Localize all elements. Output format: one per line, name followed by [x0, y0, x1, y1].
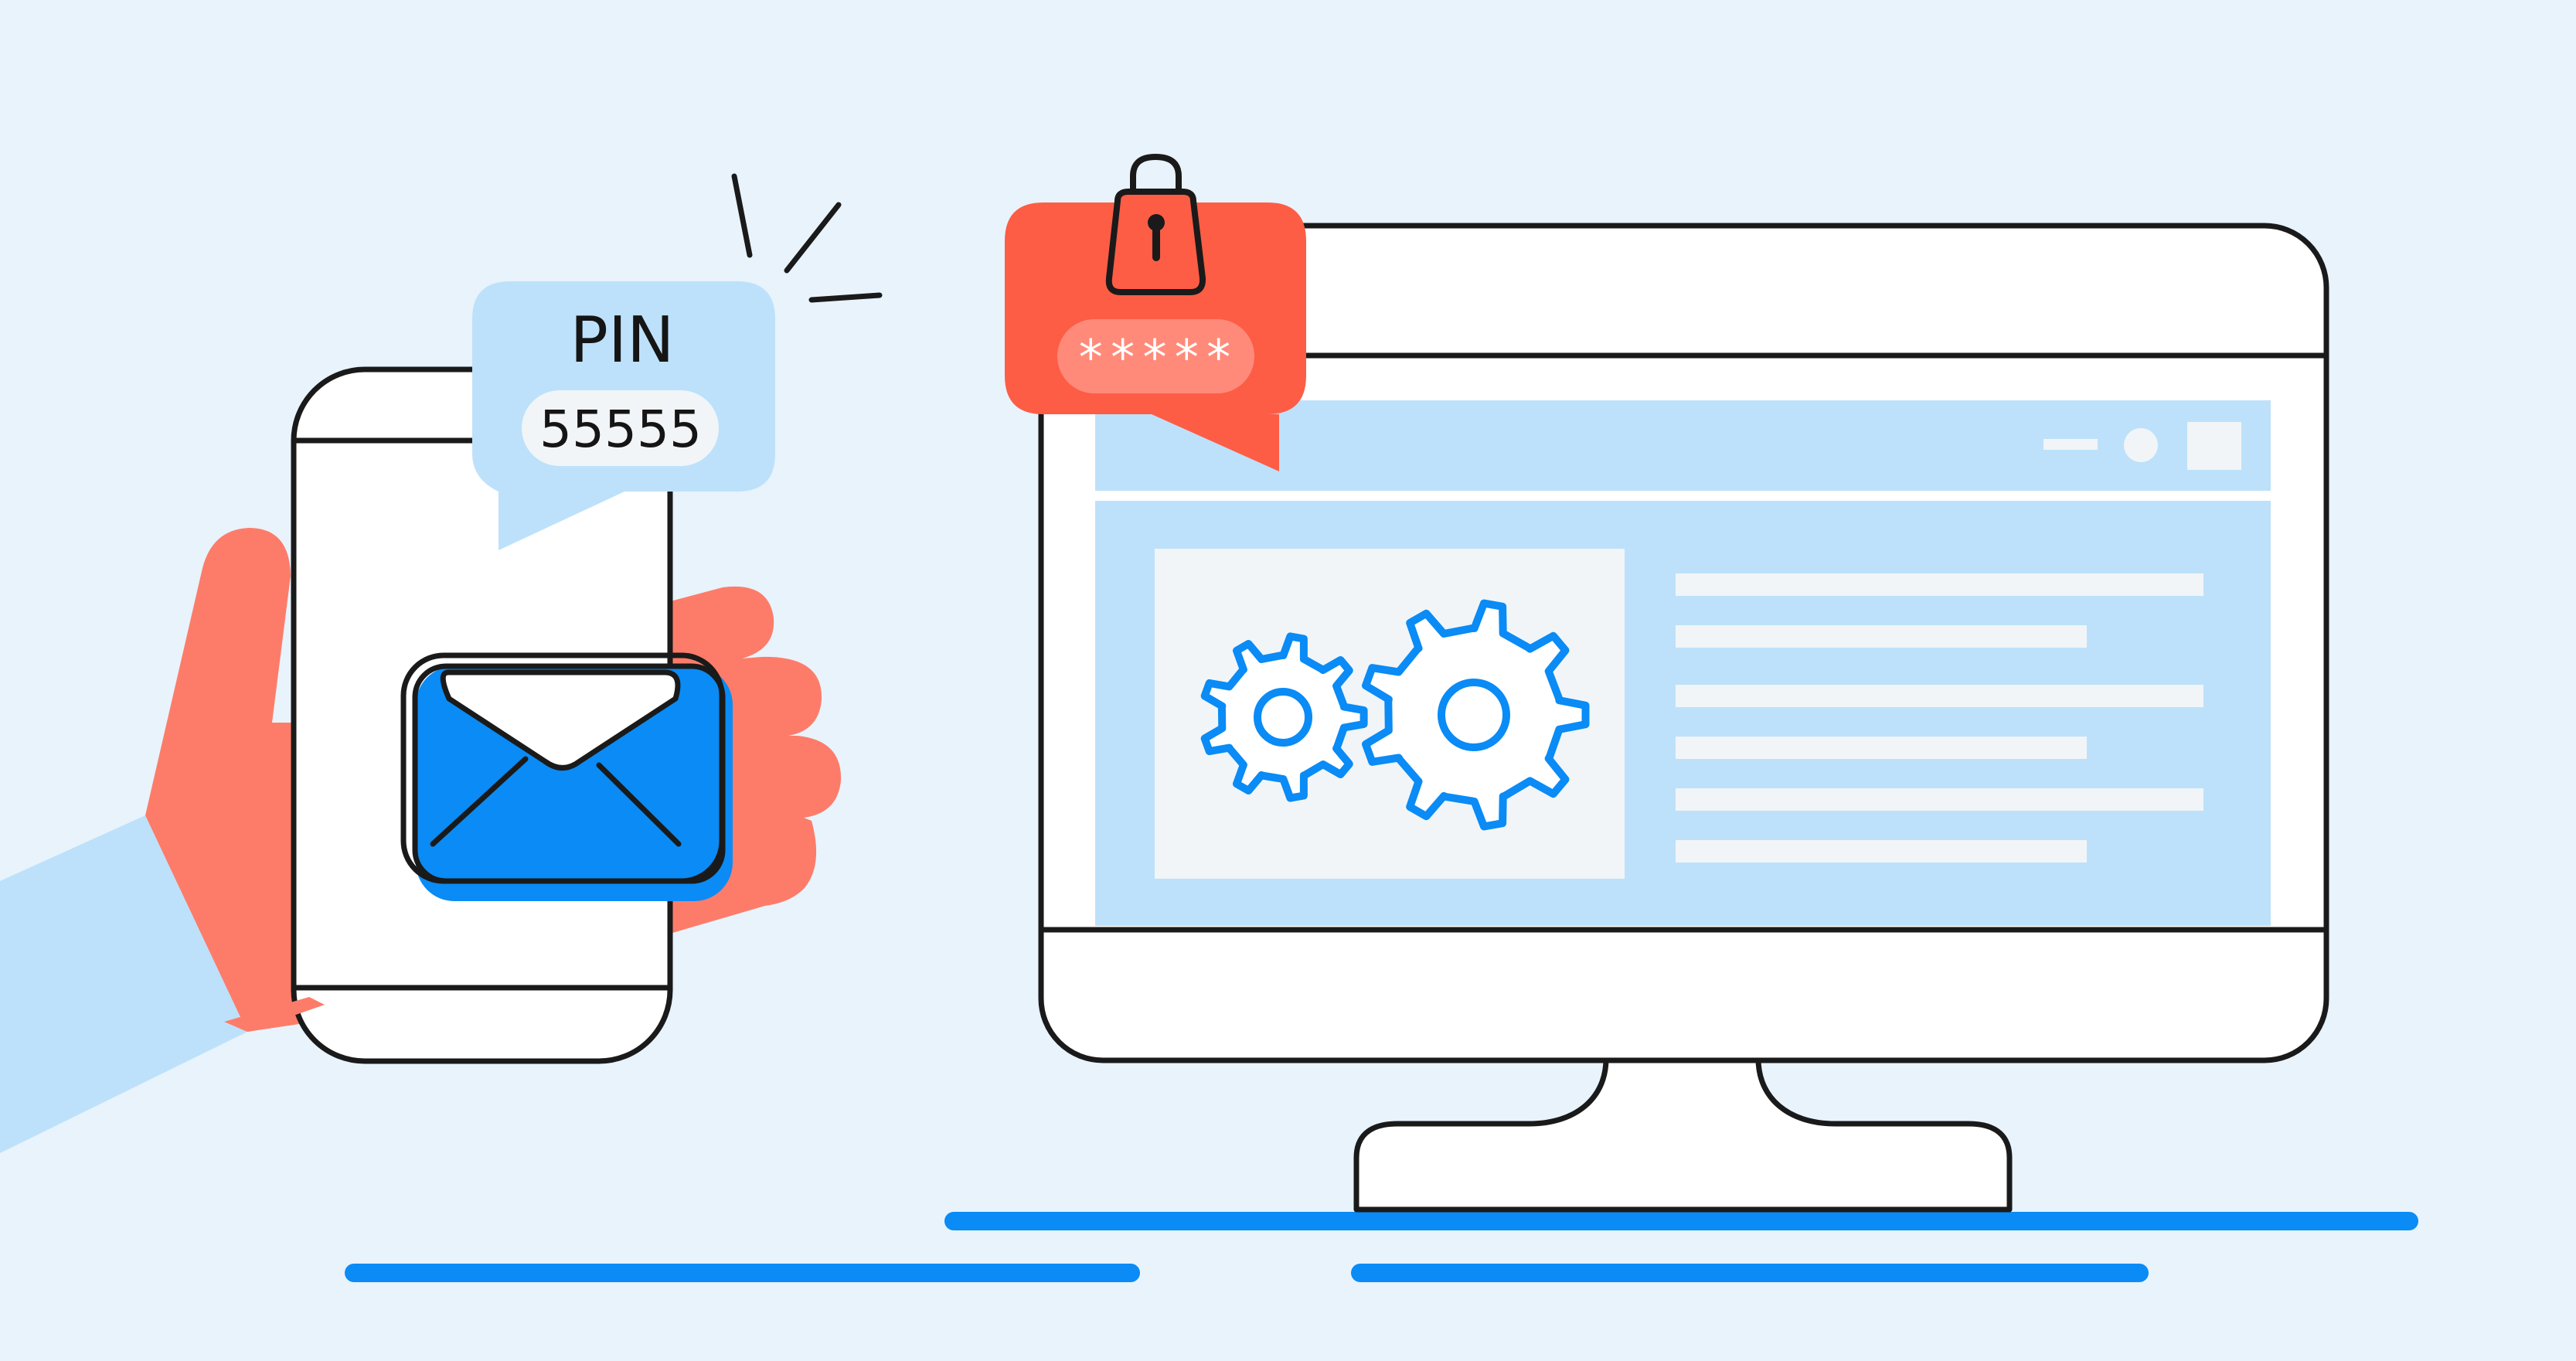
gear-icon [1200, 632, 1368, 802]
sleeve [0, 815, 247, 1153]
maximize-icon [2187, 422, 2241, 470]
pin-title: PIN [570, 304, 675, 377]
pin-notification: PIN 55555 [472, 173, 883, 550]
hand-with-phone [0, 366, 842, 1153]
text-line [1676, 737, 2087, 759]
padlock-icon [1105, 153, 1206, 295]
text-line [1676, 840, 2087, 863]
text-line [1676, 625, 2087, 648]
minimize-icon [2043, 439, 2098, 450]
gear-icon [1362, 599, 1590, 831]
gear-outline [1362, 599, 1590, 831]
hand-palm [145, 528, 325, 1032]
text-line [1676, 573, 2203, 596]
monitor [1038, 223, 2329, 1213]
text-line [1676, 788, 2203, 811]
envelope-icon [400, 652, 733, 901]
monitor-stand [1353, 1056, 2013, 1213]
password-field [1057, 319, 1254, 393]
pin-code: 55555 [539, 400, 702, 459]
password-mask: ***** [1077, 329, 1237, 386]
gear-hole [1438, 679, 1510, 751]
pin-code-field [522, 390, 719, 466]
password-bubble: ***** [1005, 153, 1306, 471]
sparkle-lines [731, 173, 883, 303]
text-line [1676, 685, 2203, 707]
circle-window-icon [2124, 428, 2158, 462]
ground-lines [345, 1212, 2418, 1282]
text-lines [1676, 573, 2203, 863]
thumb [224, 997, 325, 1032]
gear-hole [1254, 688, 1312, 747]
gear-outline [1200, 632, 1368, 802]
